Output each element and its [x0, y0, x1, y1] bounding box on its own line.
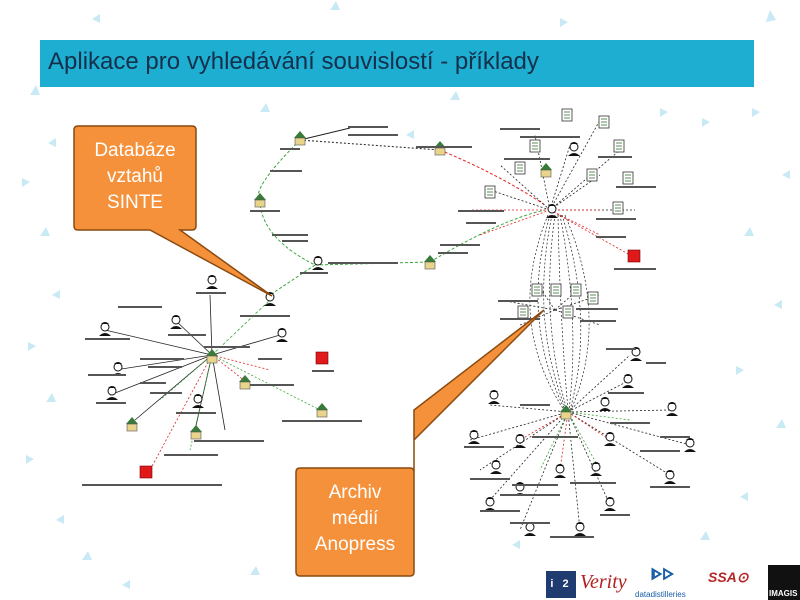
datadistilleries-logo: ᐈᐅ datadistilleries	[635, 567, 697, 600]
callout-archive-text: Archiv médií Anopress	[314, 482, 396, 555]
flag-node-icon	[315, 351, 329, 365]
document-node-icon	[517, 305, 529, 319]
decorative-triangles	[22, 1, 790, 589]
person-node-icon	[275, 327, 289, 343]
company-node-icon	[293, 130, 307, 146]
graph-edges-lower-right	[469, 354, 691, 531]
sequoia-logo: SSA⊙	[706, 569, 756, 600]
document-node-icon	[622, 171, 634, 185]
person-node-icon	[467, 429, 481, 445]
person-node-icon	[311, 255, 325, 271]
slide-title-bar: Aplikace pro vyhledávání souvislostí - p…	[40, 40, 754, 87]
company-node-icon	[423, 254, 437, 270]
person-node-icon	[663, 469, 677, 485]
document-node-icon	[561, 108, 573, 122]
company-node-icon	[189, 424, 203, 440]
node-caption-marks	[82, 126, 690, 538]
person-node-icon	[683, 437, 697, 453]
person-node-icon	[553, 463, 567, 479]
document-node-icon	[529, 139, 541, 153]
sequoia-mark-icon: SSA⊙	[708, 569, 749, 585]
person-node-icon	[489, 459, 503, 475]
document-node-icon	[613, 139, 625, 153]
graph-edges-top-right	[470, 119, 635, 256]
document-node-icon	[550, 283, 562, 297]
callout-database-bubble	[73, 125, 273, 297]
person-node-icon	[483, 496, 497, 512]
datadistilleries-mark-icon: ᐈᐅ	[651, 567, 675, 584]
verity-logo: Verity	[580, 571, 627, 593]
document-node-icon	[598, 115, 610, 129]
datadistilleries-wordmark: datadistilleries	[635, 590, 686, 599]
person-node-icon	[603, 496, 617, 512]
person-node-icon	[598, 396, 612, 412]
document-node-icon	[586, 168, 598, 182]
person-node-icon	[523, 521, 537, 537]
document-node-icon	[587, 291, 599, 305]
company-node-icon	[539, 162, 553, 178]
document-node-icon	[484, 185, 496, 199]
flag-node-icon	[139, 465, 153, 479]
person-node-icon	[169, 314, 183, 330]
graph-edges-bundle	[529, 214, 590, 411]
document-node-icon	[514, 161, 526, 175]
callout-database-text: Databáze vztahů SINTE	[94, 140, 176, 213]
document-node-icon	[531, 283, 543, 297]
graph-edges-middle	[499, 287, 601, 326]
document-node-icon	[570, 283, 582, 297]
document-node-icon	[612, 201, 624, 215]
company-node-icon	[253, 192, 267, 208]
person-node-icon	[603, 431, 617, 447]
i2-logo: i 2	[546, 571, 576, 598]
flag-node-icon	[627, 249, 641, 263]
person-node-icon	[487, 389, 501, 405]
imagis-logo: IMAGIS	[768, 565, 800, 600]
graph-edges-left	[104, 294, 321, 471]
partner-logos: i 2 Verity ᐈᐅ datadistilleries SSA⊙ IMAG…	[540, 565, 800, 600]
person-node-icon	[191, 393, 205, 409]
graph-nodes	[98, 108, 697, 537]
company-node-icon	[315, 402, 329, 418]
person-node-icon	[105, 385, 119, 401]
slide-title: Aplikace pro vyhledávání souvislostí - p…	[48, 48, 539, 75]
person-node-icon	[567, 141, 581, 157]
person-node-icon	[665, 401, 679, 417]
callout-archive-bubble	[295, 309, 545, 577]
person-node-icon	[621, 373, 635, 389]
document-node-icon	[562, 305, 574, 319]
person-node-icon	[98, 321, 112, 337]
company-node-icon	[238, 374, 252, 390]
imagis-wordmark: IMAGIS	[769, 589, 798, 598]
person-node-icon	[205, 274, 219, 290]
person-node-icon	[573, 521, 587, 537]
